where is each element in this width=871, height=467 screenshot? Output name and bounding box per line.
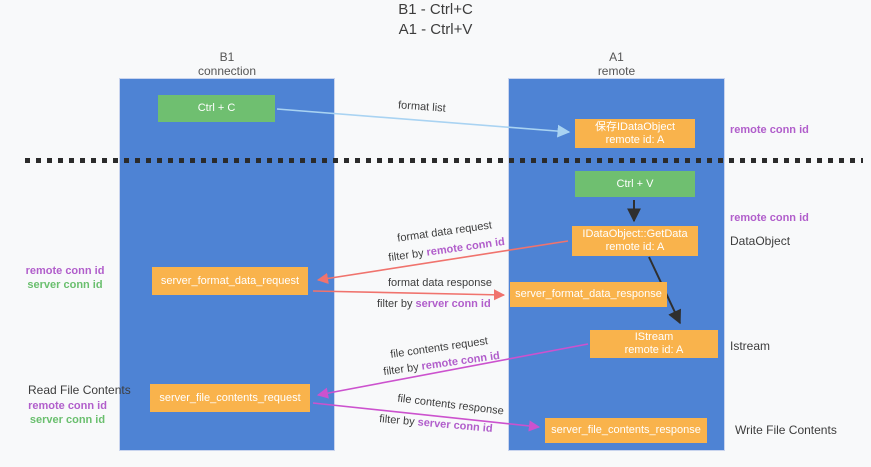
filter-by-text-1: filter by bbox=[387, 246, 428, 265]
server-format-data-request-box: server_format_data_request bbox=[152, 267, 308, 295]
save-idataobject-line1: 保存IDataObject bbox=[594, 120, 676, 133]
remote-conn-id-right-mid: remote conn id bbox=[730, 212, 809, 224]
file-contents-response-filter-label: filter by server conn id bbox=[379, 413, 493, 436]
format-data-response-arrow bbox=[312, 289, 506, 301]
ctrl-v-box: Ctrl + V bbox=[575, 171, 695, 197]
ctrl-c-box: Ctrl + C bbox=[158, 95, 275, 122]
lane-b1-name: B1 bbox=[219, 50, 235, 64]
server-conn-id-left-mid: server conn id bbox=[27, 279, 103, 291]
getdata-line2: remote id: A bbox=[605, 241, 665, 253]
file-contents-response-label: file contents response bbox=[396, 392, 505, 418]
format-list-label: format list bbox=[397, 99, 447, 115]
istream-side-label: Istream bbox=[730, 339, 771, 353]
diagram-title-line1: B1 - Ctrl+C bbox=[398, 1, 473, 18]
format-data-response-label: format data response bbox=[388, 277, 492, 289]
write-file-contents-label: Write File Contents bbox=[735, 423, 837, 437]
lane-a1-subtitle: remote bbox=[597, 64, 636, 78]
diagram-title-line2: A1 - Ctrl+V bbox=[398, 21, 473, 38]
save-idataobject-line2: remote id: A bbox=[605, 133, 665, 146]
server-format-data-response-box: server_format_data_response bbox=[510, 282, 667, 307]
server-file-contents-response-box: server_file_contents_response bbox=[545, 418, 707, 443]
istream-line1: IStream bbox=[634, 331, 674, 343]
server-file-contents-request-label: server_file_contents_request bbox=[159, 391, 301, 404]
format-data-response-filter-label: filter by server conn id bbox=[377, 298, 491, 311]
filter-by-text-4: filter by bbox=[378, 413, 419, 429]
read-file-contents-label: Read File Contents bbox=[28, 383, 131, 397]
save-idataobject-box: 保存IDataObject remote id: A bbox=[575, 119, 695, 148]
istream-box: IStream remote id: A bbox=[590, 330, 718, 358]
idataobject-getdata-box: IDataObject::GetData remote id: A bbox=[572, 226, 698, 256]
getdata-line1: IDataObject::GetData bbox=[582, 228, 688, 240]
server-file-contents-request-box: server_file_contents_request bbox=[150, 384, 310, 412]
ctrl-c-label: Ctrl + C bbox=[197, 102, 236, 114]
ctrl-v-label: Ctrl + V bbox=[616, 177, 654, 190]
dataobject-label: DataObject bbox=[730, 234, 791, 248]
server-format-data-response-label: server_format_data_response bbox=[515, 288, 662, 300]
server-conn-id-text-1: server conn id bbox=[415, 298, 491, 310]
server-format-data-request-label: server_format_data_request bbox=[160, 274, 300, 287]
lane-header-b1: B1 connection bbox=[119, 50, 335, 78]
server-conn-id-text-2: server conn id bbox=[417, 416, 494, 435]
dashed-separator-line bbox=[25, 158, 863, 163]
lane-a1-name: A1 bbox=[609, 50, 624, 64]
istream-line2: remote id: A bbox=[624, 344, 684, 356]
remote-conn-id-left-mid: remote conn id bbox=[25, 265, 105, 277]
remote-conn-id-right-top: remote conn id bbox=[730, 124, 809, 136]
server-conn-id-left-bottom: server conn id bbox=[29, 414, 106, 426]
remote-conn-id-left-bottom: remote conn id bbox=[28, 400, 107, 412]
filter-by-text-3: filter by bbox=[382, 360, 423, 379]
lane-b1-subtitle: connection bbox=[197, 64, 257, 78]
diagram-title: B1 - Ctrl+C A1 - Ctrl+V bbox=[0, 0, 871, 40]
filter-by-text-2: filter by bbox=[377, 298, 416, 310]
lane-header-a1: A1 remote bbox=[508, 50, 725, 78]
server-file-contents-response-label: server_file_contents_response bbox=[551, 424, 701, 436]
